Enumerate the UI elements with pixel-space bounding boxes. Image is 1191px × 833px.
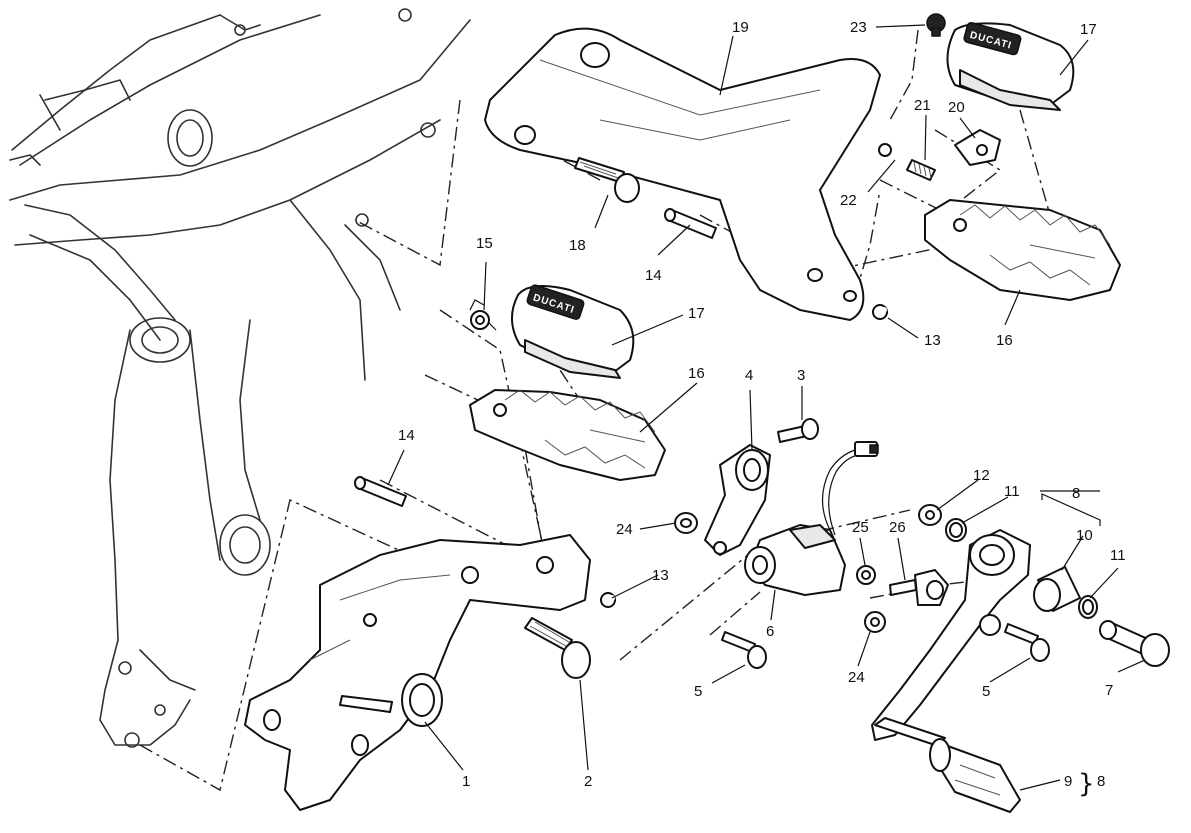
callout-17-upper: 17 bbox=[1080, 21, 1097, 38]
callout-22: 22 bbox=[840, 192, 857, 209]
callout-19: 19 bbox=[732, 19, 749, 36]
footpeg-bracket-1 bbox=[244, 534, 591, 811]
callout-14-upper: 14 bbox=[645, 267, 662, 284]
callout-16-upper: 16 bbox=[996, 332, 1013, 349]
pin-14-lower bbox=[354, 476, 407, 507]
callout-14-lower: 14 bbox=[398, 427, 415, 444]
motorcycle-frame bbox=[9, 8, 471, 748]
callout-labels: 19 23 17 21 20 22 18 14 13 16 15 17 16 4… bbox=[398, 19, 1126, 799]
washer-12 bbox=[918, 504, 942, 526]
callout-17-middle: 17 bbox=[688, 305, 705, 322]
oring-11-right bbox=[1078, 595, 1098, 619]
shift-lever-8 bbox=[871, 529, 1031, 746]
brace-bracket: } bbox=[1078, 769, 1095, 799]
callout-1: 1 bbox=[462, 773, 470, 790]
rubber-pad-17-upper: DUCATI bbox=[946, 22, 1075, 111]
link-arm-4 bbox=[704, 444, 771, 556]
callout-11-right: 11 bbox=[1110, 547, 1126, 564]
rod-end-26 bbox=[889, 569, 949, 606]
switch-6 bbox=[744, 441, 879, 596]
callout-12: 12 bbox=[973, 467, 990, 484]
callout-16-middle: 16 bbox=[688, 365, 705, 382]
leader-lines bbox=[387, 24, 1146, 791]
screw-23 bbox=[926, 13, 946, 37]
callout-23: 23 bbox=[850, 19, 867, 36]
callout-9: 9 bbox=[1064, 773, 1072, 790]
detent-parts-20-22 bbox=[878, 129, 1001, 181]
callout-15: 15 bbox=[476, 235, 493, 252]
footpeg-16-middle bbox=[469, 389, 666, 481]
callout-13-lower: 13 bbox=[652, 567, 669, 584]
callout-8-top: 8 bbox=[1072, 485, 1080, 502]
callout-24-left: 24 bbox=[616, 521, 633, 538]
callout-4: 4 bbox=[745, 367, 753, 384]
footpeg-16-upper bbox=[924, 199, 1121, 301]
pin-14-upper bbox=[664, 208, 717, 239]
callout-7: 7 bbox=[1105, 682, 1113, 699]
clip-13-lower bbox=[600, 592, 616, 608]
callout-24-right: 24 bbox=[848, 669, 865, 686]
pivot-bolt-7 bbox=[1099, 620, 1170, 667]
callout-26: 26 bbox=[889, 519, 906, 536]
callout-20: 20 bbox=[948, 99, 965, 116]
rubber-pad-17-middle: DUCATI bbox=[511, 284, 635, 379]
callout-18: 18 bbox=[569, 237, 586, 254]
callout-5-left: 5 bbox=[694, 683, 702, 700]
washer-24-right bbox=[864, 611, 886, 633]
callout-10: 10 bbox=[1076, 527, 1093, 544]
bolt-2 bbox=[524, 617, 591, 679]
callout-13-upper: 13 bbox=[924, 332, 941, 349]
callout-8-bottom: 8 bbox=[1097, 773, 1105, 790]
shift-peg-rubber-9 bbox=[929, 738, 1021, 813]
callout-25: 25 bbox=[852, 519, 869, 536]
footpeg-bracket-19 bbox=[484, 27, 881, 321]
bolt-5-left bbox=[721, 631, 767, 669]
spring-15 bbox=[469, 299, 497, 331]
clip-13-upper bbox=[872, 304, 888, 320]
callout-2: 2 bbox=[584, 773, 592, 790]
bushing-10 bbox=[1033, 566, 1081, 612]
callout-6: 6 bbox=[766, 623, 774, 640]
callout-11-left: 11 bbox=[1004, 483, 1020, 500]
bolt-5-right bbox=[1004, 623, 1050, 662]
bolt-18 bbox=[574, 157, 640, 203]
callout-5-right: 5 bbox=[982, 683, 990, 700]
nut-25 bbox=[856, 565, 876, 585]
callout-21: 21 bbox=[914, 97, 931, 114]
washer-24-left bbox=[674, 512, 698, 534]
oring-11-left bbox=[945, 518, 967, 542]
callout-3: 3 bbox=[797, 367, 805, 384]
bolt-3 bbox=[777, 418, 819, 443]
